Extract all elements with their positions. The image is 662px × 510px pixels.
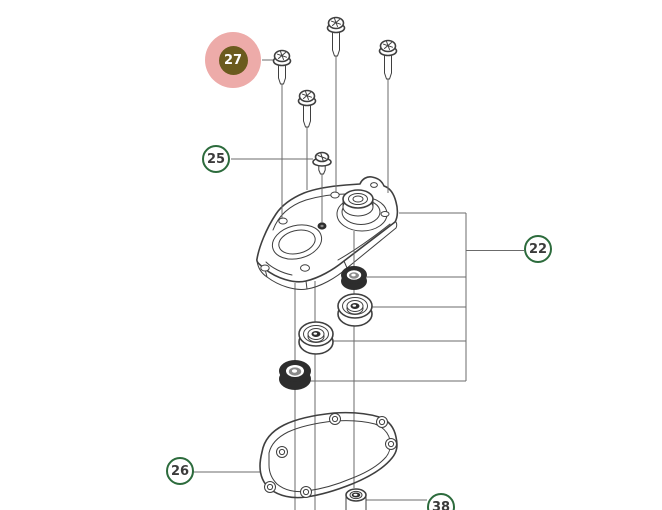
bearing-small-upper: [341, 266, 367, 290]
callout-22[interactable]: 22: [524, 235, 552, 263]
callout-25-label: 25: [206, 151, 226, 167]
small-flange-screw-25: [312, 151, 332, 175]
callout-25[interactable]: 25: [202, 145, 230, 173]
screw-stems: [281, 56, 389, 268]
ball-bearing-lower: [298, 321, 334, 355]
callout-26-label: 26: [170, 463, 190, 479]
cover-plate-drawing: [256, 176, 399, 290]
flange-screw-mid: [297, 89, 317, 128]
flange-screw-right: [378, 39, 398, 80]
flange-screw-27: [272, 49, 292, 85]
bearing-boss: [336, 189, 388, 232]
left-recess: [271, 224, 323, 260]
callout-27-highlighted[interactable]: 27: [205, 32, 261, 88]
callout-22-label: 22: [528, 241, 548, 257]
ball-bearing-upper: [337, 293, 373, 327]
flange-screw-top: [326, 16, 346, 57]
gasket-bolt-holes: [264, 413, 397, 498]
gasket-drawing: [259, 411, 398, 499]
callout-38-label: 38: [431, 499, 451, 510]
callout-27-label: 27: [218, 45, 248, 75]
callout-38[interactable]: 38: [427, 493, 455, 510]
bearing-small-lower: [279, 360, 311, 390]
callout-26[interactable]: 26: [166, 457, 194, 485]
sleeve-bushing-drawing: [345, 488, 367, 510]
